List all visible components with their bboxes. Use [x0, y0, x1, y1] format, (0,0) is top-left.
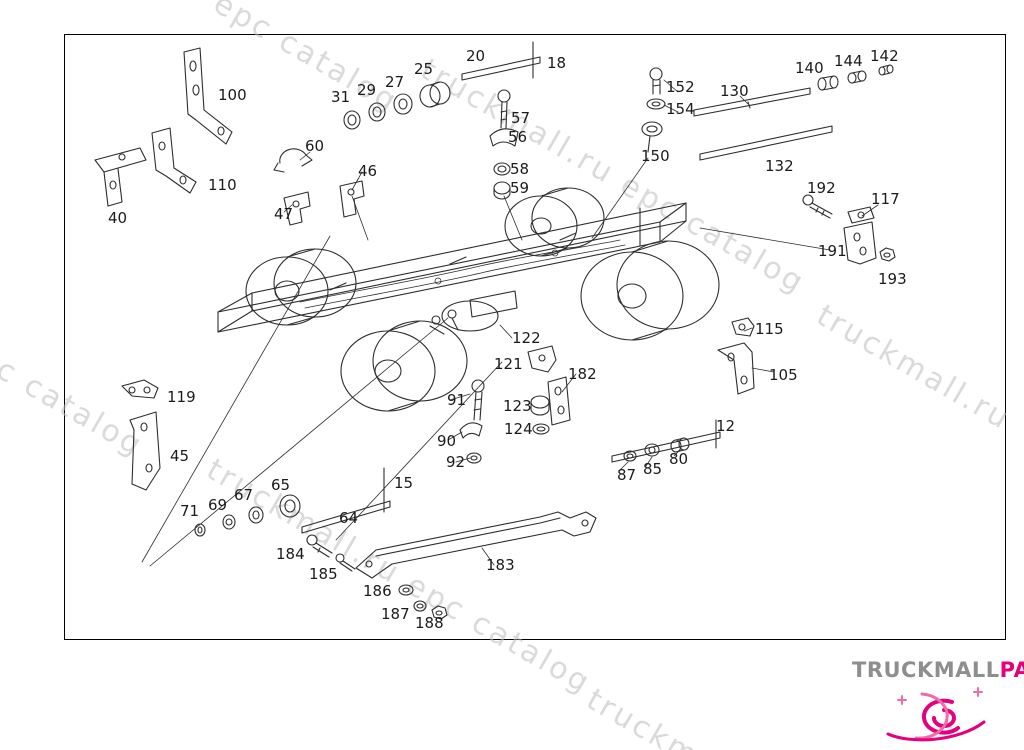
part-label-184: 184	[276, 545, 305, 563]
part-label-60: 60	[305, 137, 325, 155]
part-label-185: 185	[309, 565, 338, 583]
bracket-parts-left	[94, 47, 233, 207]
part-label-90: 90	[437, 432, 457, 450]
part-label-58: 58	[510, 160, 530, 178]
part-label-188: 188	[415, 614, 444, 632]
part-label-31: 31	[331, 88, 351, 106]
axle-details	[429, 290, 518, 335]
part-label-123: 123	[503, 397, 532, 415]
part-label-130: 130	[720, 82, 749, 100]
part-label-15: 15	[394, 474, 414, 492]
part-label-100: 100	[218, 86, 247, 104]
part-label-12: 12	[716, 417, 736, 435]
part-label-152: 152	[666, 78, 695, 96]
part-label-122: 122	[512, 329, 541, 347]
parts-center-low	[459, 345, 571, 464]
part-label-119: 119	[167, 388, 196, 406]
bolt-stack-center	[489, 89, 519, 200]
part-label-91: 91	[447, 391, 467, 409]
parts-right-low	[611, 317, 755, 463]
part-label-29: 29	[357, 81, 377, 99]
part-label-192: 192	[807, 179, 836, 197]
part-label-85: 85	[643, 460, 663, 478]
fastener-rings-top	[343, 81, 451, 130]
logo-swirl-icon	[886, 687, 986, 742]
part-label-121: 121	[494, 355, 523, 373]
part-label-144: 144	[834, 52, 863, 70]
parts-right-mid	[802, 194, 896, 265]
part-label-69: 69	[208, 496, 228, 514]
part-label-80: 80	[669, 450, 689, 468]
part-label-186: 186	[363, 582, 392, 600]
part-label-27: 27	[385, 73, 405, 91]
part-label-67: 67	[234, 486, 254, 504]
part-label-191: 191	[818, 242, 847, 260]
part-label-124: 124	[504, 420, 533, 438]
part-label-193: 193	[878, 270, 907, 288]
part-label-59: 59	[510, 179, 530, 197]
part-label-40: 40	[108, 209, 128, 227]
part-label-25: 25	[414, 60, 434, 78]
part-label-45: 45	[170, 447, 190, 465]
part-label-47: 47	[274, 205, 294, 223]
part-label-110: 110	[208, 176, 237, 194]
logo-text-primary: TRUCKMALL	[852, 658, 1000, 682]
frame-rails	[217, 202, 687, 333]
clamp-parts	[273, 148, 365, 226]
wheel-drums	[245, 187, 720, 412]
logo-text: TRUCKMALLPARTS	[852, 658, 1024, 682]
part-label-20: 20	[466, 47, 486, 65]
diagram-border	[64, 34, 1006, 640]
parts-right-top	[641, 64, 894, 161]
parts-bottom	[194, 467, 597, 620]
part-label-182: 182	[568, 365, 597, 383]
part-label-132: 132	[765, 157, 794, 175]
part-label-117: 117	[871, 190, 900, 208]
part-label-87: 87	[617, 466, 637, 484]
parts-left-low	[121, 379, 161, 491]
part-label-56: 56	[508, 128, 528, 146]
part-label-140: 140	[795, 59, 824, 77]
truckmall-logo: TRUCKMALLPARTS	[852, 658, 1024, 750]
part-label-142: 142	[870, 47, 899, 65]
part-label-18: 18	[547, 54, 567, 72]
part-label-105: 105	[769, 366, 798, 384]
part-label-64: 64	[339, 509, 359, 527]
leader-lines	[141, 79, 879, 567]
part-label-46: 46	[358, 162, 378, 180]
part-label-115: 115	[755, 320, 784, 338]
part-label-150: 150	[641, 147, 670, 165]
part-label-57: 57	[511, 109, 531, 127]
logo-text-accent: PARTS	[999, 658, 1024, 682]
part-label-92: 92	[446, 453, 466, 471]
rod-top	[461, 41, 541, 81]
part-label-183: 183	[486, 556, 515, 574]
part-label-71: 71	[180, 502, 200, 520]
part-label-187: 187	[381, 605, 410, 623]
part-label-65: 65	[271, 476, 291, 494]
part-label-154: 154	[666, 100, 695, 118]
